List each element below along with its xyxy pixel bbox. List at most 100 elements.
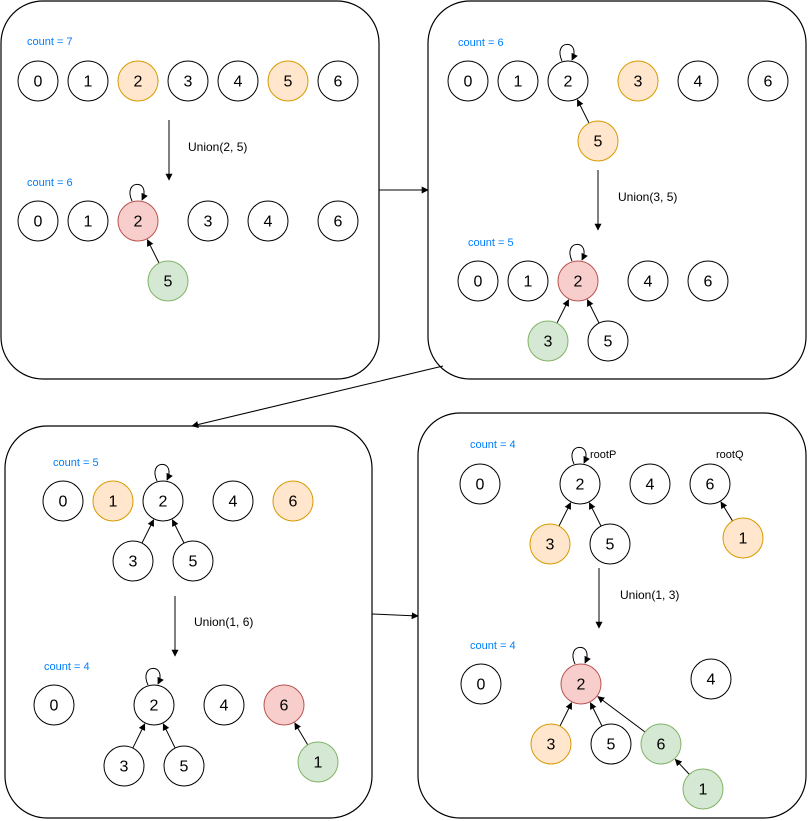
panel-2-step-2-node-4: 4: [627, 260, 669, 302]
panel-1-step-2-node-5-label: 5: [164, 274, 173, 291]
panel-2-step-2-node-3-parent-edge: [556, 299, 570, 324]
panel-1-step-2-node-5-circle: [147, 260, 189, 302]
panel-2-step-2-node-3: 3: [527, 320, 569, 362]
panel-1-step-1-node-0-label: 0: [34, 74, 43, 91]
panel-3-step-1-node-1: 1: [92, 480, 134, 522]
panel-2-step-1-node-0-circle: [447, 60, 489, 102]
panel-3-step-2-node-0: 0: [33, 684, 75, 726]
panel-1-step-1-node-6-circle: [317, 60, 359, 102]
panel-3-step-1-node-2-circle: [142, 480, 184, 522]
panel-3-step-1-node-6-circle: [272, 480, 314, 522]
root-p-label: rootP: [590, 449, 616, 461]
panel-3-step-2-node-3-label: 3: [120, 759, 129, 776]
panel-2-step-1-node-2-label: 2: [564, 74, 573, 91]
panel-3-step-1-node-5: 5: [172, 540, 214, 582]
panel-1-step-1-node-3-label: 3: [184, 74, 193, 91]
panel-4-step-2-node-0-circle: [460, 663, 502, 705]
panel-4-step-2-node-6-label: 6: [657, 737, 666, 754]
count-label-panel-2-step-2: count = 5: [468, 237, 514, 249]
panel-4-step-1-node-6-label: 6: [706, 477, 715, 494]
panel-3-step-1-node-0: 0: [42, 480, 84, 522]
panel-1-step-1-node-0-circle: [17, 60, 59, 102]
panel-1-step-2-node-0: 0: [17, 200, 59, 242]
panel-2-step-2-node-1-label: 1: [524, 274, 533, 291]
panel-1-frame: [0, 0, 380, 380]
panel-1-step-1-node-5-label: 5: [284, 74, 293, 91]
panel-4-step-1-node-3: 3: [529, 523, 571, 565]
count-label-panel-1-step-1: count = 7: [27, 36, 73, 48]
operation-label-panel-4: Union(1, 3): [620, 588, 679, 602]
panel-2-step-2-node-0: 0: [457, 260, 499, 302]
panel-4-step-2-node-2-label: 2: [577, 677, 586, 694]
panel-2-step-2-node-1-circle: [507, 260, 549, 302]
panel-2-step-2-node-4-circle: [627, 260, 669, 302]
count-label-panel-1-step-2: count = 6: [27, 177, 73, 189]
panel-4-step-1-node-5-label: 5: [606, 537, 615, 554]
panel-3-step-1-node-0-circle: [42, 480, 84, 522]
panel-2-step-2-node-0-circle: [457, 260, 499, 302]
panel-4-step-1-node-3-circle: [529, 523, 571, 565]
panel-1-step-2-node-6-label: 6: [334, 214, 343, 231]
panel-3-step-2-node-3: 3: [103, 745, 145, 787]
panel-4-step-2-node-0-label: 0: [477, 677, 486, 694]
panel-1-step-2-node-2: 2: [117, 200, 159, 242]
operation-label-panel-2: Union(3, 5): [618, 190, 677, 204]
panel-4-step-1-node-5-parent-edge: [588, 502, 602, 527]
panel-3-step-1-node-5-label: 5: [189, 554, 198, 571]
panel-4-step-2-node-6: 6: [640, 723, 682, 765]
panel-2-step-2-node-2-label: 2: [574, 274, 583, 291]
panel-3-step-2-node-2-self-loop: [145, 668, 164, 686]
panel-1-step-2-node-3-label: 3: [204, 214, 213, 231]
panel-3-step-1-node-6-label: 6: [289, 494, 298, 511]
panel-1-step-1-node-4-label: 4: [234, 74, 243, 91]
count-label-panel-2-step-1: count = 6: [458, 37, 504, 49]
panel-2-step-2-node-3-circle: [527, 320, 569, 362]
panel-2-step-1-node-4: 4: [677, 60, 719, 102]
panel-4-step-2-node-5-label: 5: [607, 737, 616, 754]
panel-1-step-1-node-1: 1: [67, 60, 109, 102]
panel-3-step-1-node-3-label: 3: [129, 554, 138, 571]
panel-3-step-2-node-4-label: 4: [220, 698, 229, 715]
panel-2-step-1-node-5-label: 5: [594, 134, 603, 151]
panel-2-step-1-node-2: 2: [547, 60, 589, 102]
root-q-label: rootQ: [716, 449, 744, 461]
panel-2-step-1-node-1-circle: [497, 60, 539, 102]
panel-3-step-1-node-3-circle: [112, 540, 154, 582]
panel-1-step-1-node-3: 3: [167, 60, 209, 102]
count-label-panel-3-step-2: count = 4: [44, 661, 90, 673]
panel-4-step-1-node-2-self-loop: [571, 447, 590, 465]
panel-2-step-1-node-3-circle: [617, 60, 659, 102]
panel-3-step-1-node-4-circle: [212, 480, 254, 522]
panel-1-step-2-node-6-circle: [317, 200, 359, 242]
panel-3-step-1-node-5-circle: [172, 540, 214, 582]
panel-4-step-2-node-3-parent-edge: [559, 702, 573, 727]
panel-4-step-1-node-0: 0: [459, 463, 501, 505]
panel-2-frame: [427, 0, 807, 380]
panel-4-step-2-node-3: 3: [530, 723, 572, 765]
panel-4-step-2-node-6-circle: [640, 723, 682, 765]
panel-1-step-1-node-5: 5: [267, 60, 309, 102]
panel-1-step-2-node-1-label: 1: [84, 214, 93, 231]
connector-panel3-to-panel4: [371, 612, 419, 620]
panel-3-step-2-node-6: 6: [263, 684, 305, 726]
panel-1-step-2-node-3: 3: [187, 200, 229, 242]
panel-4-step-2-node-6-parent-edge: [597, 696, 646, 733]
panel-3-step-1-node-0-label: 0: [59, 494, 68, 511]
panel-4-step-1-node-4: 4: [629, 463, 671, 505]
panel-3-step-1-node-2-self-loop: [154, 464, 173, 482]
panel-3-step-2-node-4: 4: [203, 684, 245, 726]
panel-2-step-2-node-2-self-loop: [569, 244, 588, 262]
panel-2-step-2-node-2: 2: [557, 260, 599, 302]
panel-1-step-1-node-0: 0: [17, 60, 59, 102]
panel-3-step-2-node-6-label: 6: [280, 698, 289, 715]
panel-3-step-2-node-2: 2: [133, 684, 175, 726]
panel-4-step-2-node-4-label: 4: [707, 672, 716, 689]
panel-4-step-2-node-2-circle: [560, 663, 602, 705]
panel-1-step-2-node-4: 4: [247, 200, 289, 242]
panel-1-step-1-node-5-circle: [267, 60, 309, 102]
panel-4-step-2-node-1-parent-edge: [674, 758, 690, 775]
panel-3-step-1-node-2-label: 2: [159, 494, 168, 511]
panel-1-step-2-node-2-label: 2: [134, 214, 143, 231]
panel-3-step-2-node-1: 1: [297, 741, 339, 783]
